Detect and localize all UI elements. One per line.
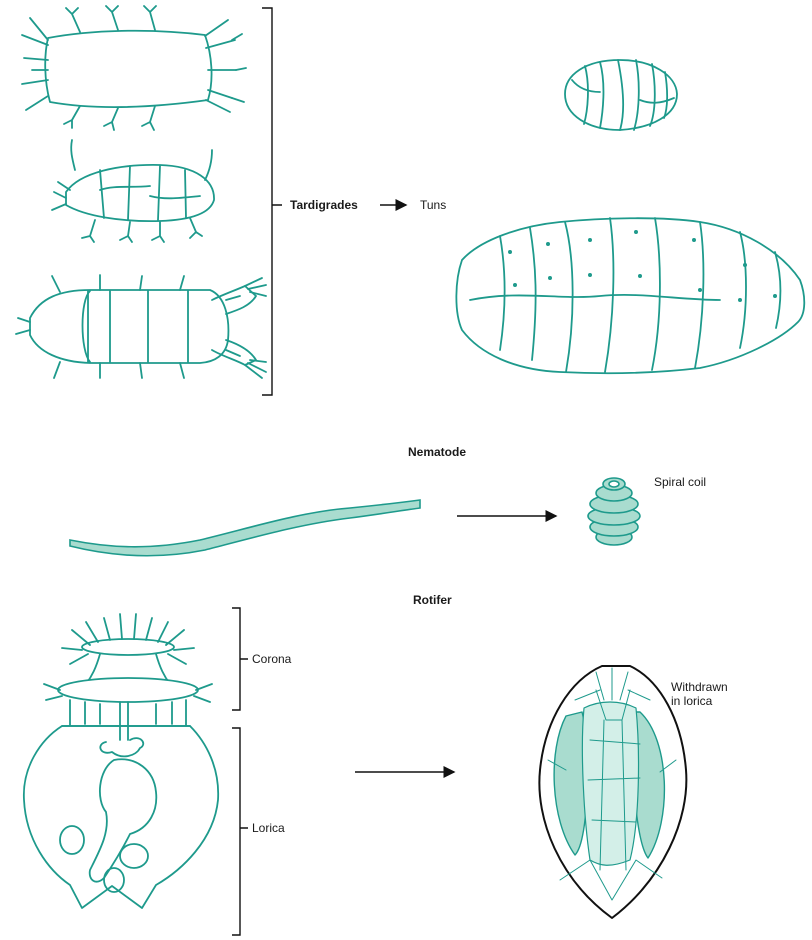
label-spiral-coil: Spiral coil — [654, 475, 706, 489]
rotifer-withdrawn — [539, 666, 686, 918]
label-lorica: Lorica — [252, 821, 285, 835]
rotifer-extended — [24, 614, 218, 908]
label-tuns: Tuns — [420, 198, 446, 212]
tun-small — [565, 60, 677, 130]
tardigrade-bracket — [262, 8, 282, 395]
label-tardigrades: Tardigrades — [290, 198, 358, 212]
spiral-coil — [588, 478, 640, 545]
tardigrade-3 — [16, 275, 266, 378]
label-nematode: Nematode — [408, 445, 466, 459]
label-corona: Corona — [252, 652, 292, 666]
label-withdrawn-in-lorica: Withdrawn in lorica — [671, 680, 728, 708]
nematode-worm — [70, 500, 420, 556]
label-rotifer: Rotifer — [413, 593, 452, 607]
tun-large — [456, 218, 804, 373]
lorica-bracket — [232, 728, 248, 935]
tardigrade-1 — [22, 6, 246, 130]
tardigrade-2 — [52, 140, 214, 242]
corona-bracket — [232, 608, 248, 710]
